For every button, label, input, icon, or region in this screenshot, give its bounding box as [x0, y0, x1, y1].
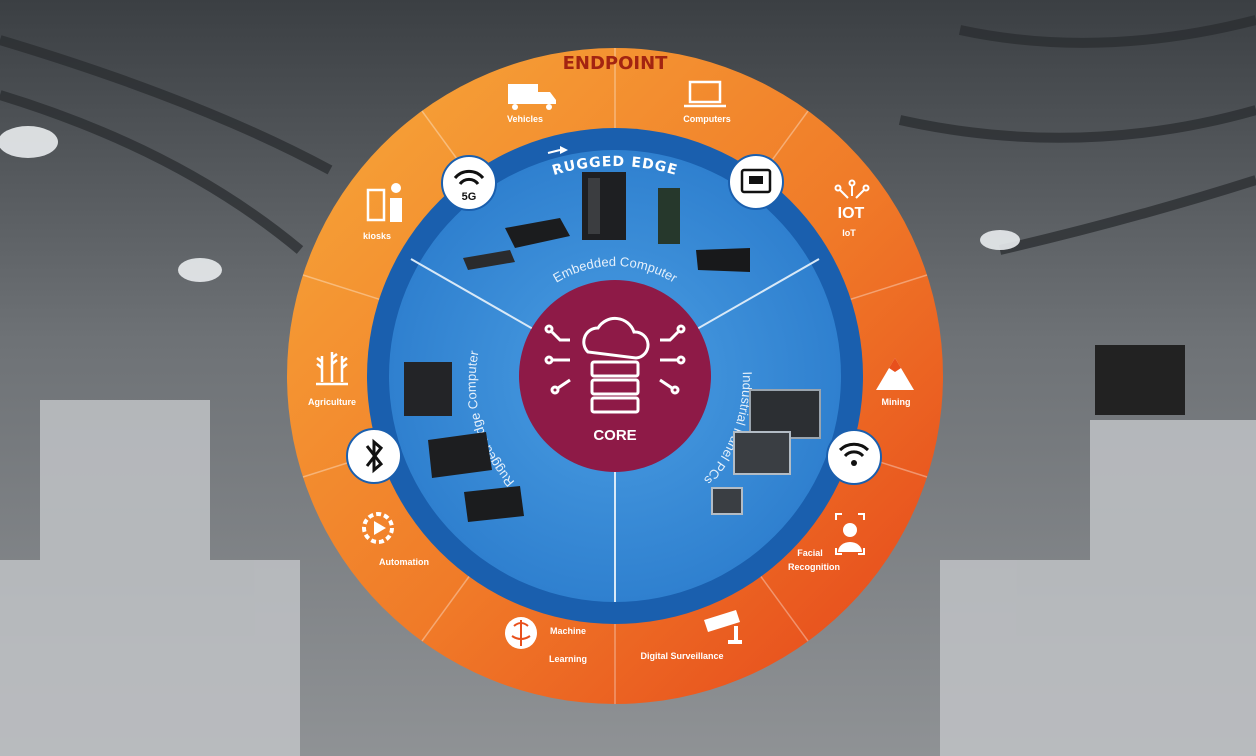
automation-label: Automation [379, 557, 429, 567]
endpoint-iot: IOT IoT [834, 179, 870, 238]
panel-medium [733, 431, 791, 475]
cloud-server-icon [544, 316, 686, 414]
wifi-icon [838, 442, 870, 458]
vehicles-label: Vehicles [507, 114, 543, 124]
digital-surveillance-label: Digital Surveillance [640, 651, 723, 661]
endpoint-mining: Mining [876, 358, 914, 407]
rugged-tower [404, 362, 452, 416]
embedded-computer-devices [463, 172, 750, 272]
endpoint-vehicles: Vehicles [507, 84, 556, 124]
kiosks-label: kiosks [363, 231, 391, 241]
laptop-icon [684, 80, 726, 108]
brain-icon [505, 617, 537, 649]
core-label: CORE [593, 427, 636, 444]
iot-icon [834, 179, 870, 199]
arrow-head [560, 146, 568, 154]
computers-label: Computers [683, 114, 731, 124]
cctv-icon [704, 610, 742, 644]
wheat-icon [316, 352, 348, 386]
panel-large [749, 389, 821, 439]
5g-icon [453, 169, 485, 185]
mining-label: Mining [882, 397, 911, 407]
slim-pc [658, 188, 680, 244]
endpoint-machine-learning: Machine Learning [505, 617, 587, 664]
endpoint-agriculture: Agriculture [308, 352, 356, 407]
5g-badge-text: 5G [462, 191, 477, 203]
monitor-prop [1095, 345, 1185, 415]
recognition-label: Recognition [788, 562, 840, 572]
rugged-box [428, 432, 492, 478]
learning-label: Learning [549, 654, 587, 664]
endpoint-automation: Automation [362, 512, 429, 567]
iot-label: IoT [842, 228, 856, 238]
rugged-compact [464, 486, 524, 522]
badge-wifi [826, 429, 882, 485]
endpoint-facial-recognition: Facial Recognition [788, 513, 865, 572]
mountain-icon [876, 358, 914, 390]
panel-small [711, 487, 743, 515]
badge-5g: 5G [441, 155, 497, 211]
kiosk-icon [366, 183, 402, 222]
industrial-panel-devices [711, 389, 821, 515]
badge-ethernet [728, 154, 784, 210]
badge-bluetooth [346, 428, 402, 484]
endpoint-kiosks: kiosks [363, 183, 402, 241]
truck-icon [508, 84, 556, 110]
agriculture-label: Agriculture [308, 397, 356, 407]
rugged-edge-arrow [547, 149, 561, 154]
face-scan-icon [835, 513, 865, 555]
endpoint-title: ENDPOINT [563, 53, 669, 74]
box-pc [505, 218, 570, 248]
fanless-pc [463, 250, 515, 270]
gear-play-icon [362, 512, 394, 544]
machine-label: Machine [550, 626, 586, 636]
iot-icon-text: IOT [838, 205, 865, 222]
ethernet-icon [740, 168, 772, 194]
rugged-edge-devices [404, 362, 524, 522]
endpoint-computers: Computers [683, 80, 731, 124]
endpoint-digital-surveillance: Digital Surveillance [640, 610, 742, 661]
bluetooth-icon [365, 438, 384, 474]
facial-label: Facial [797, 548, 823, 558]
rack-pc [696, 248, 750, 272]
